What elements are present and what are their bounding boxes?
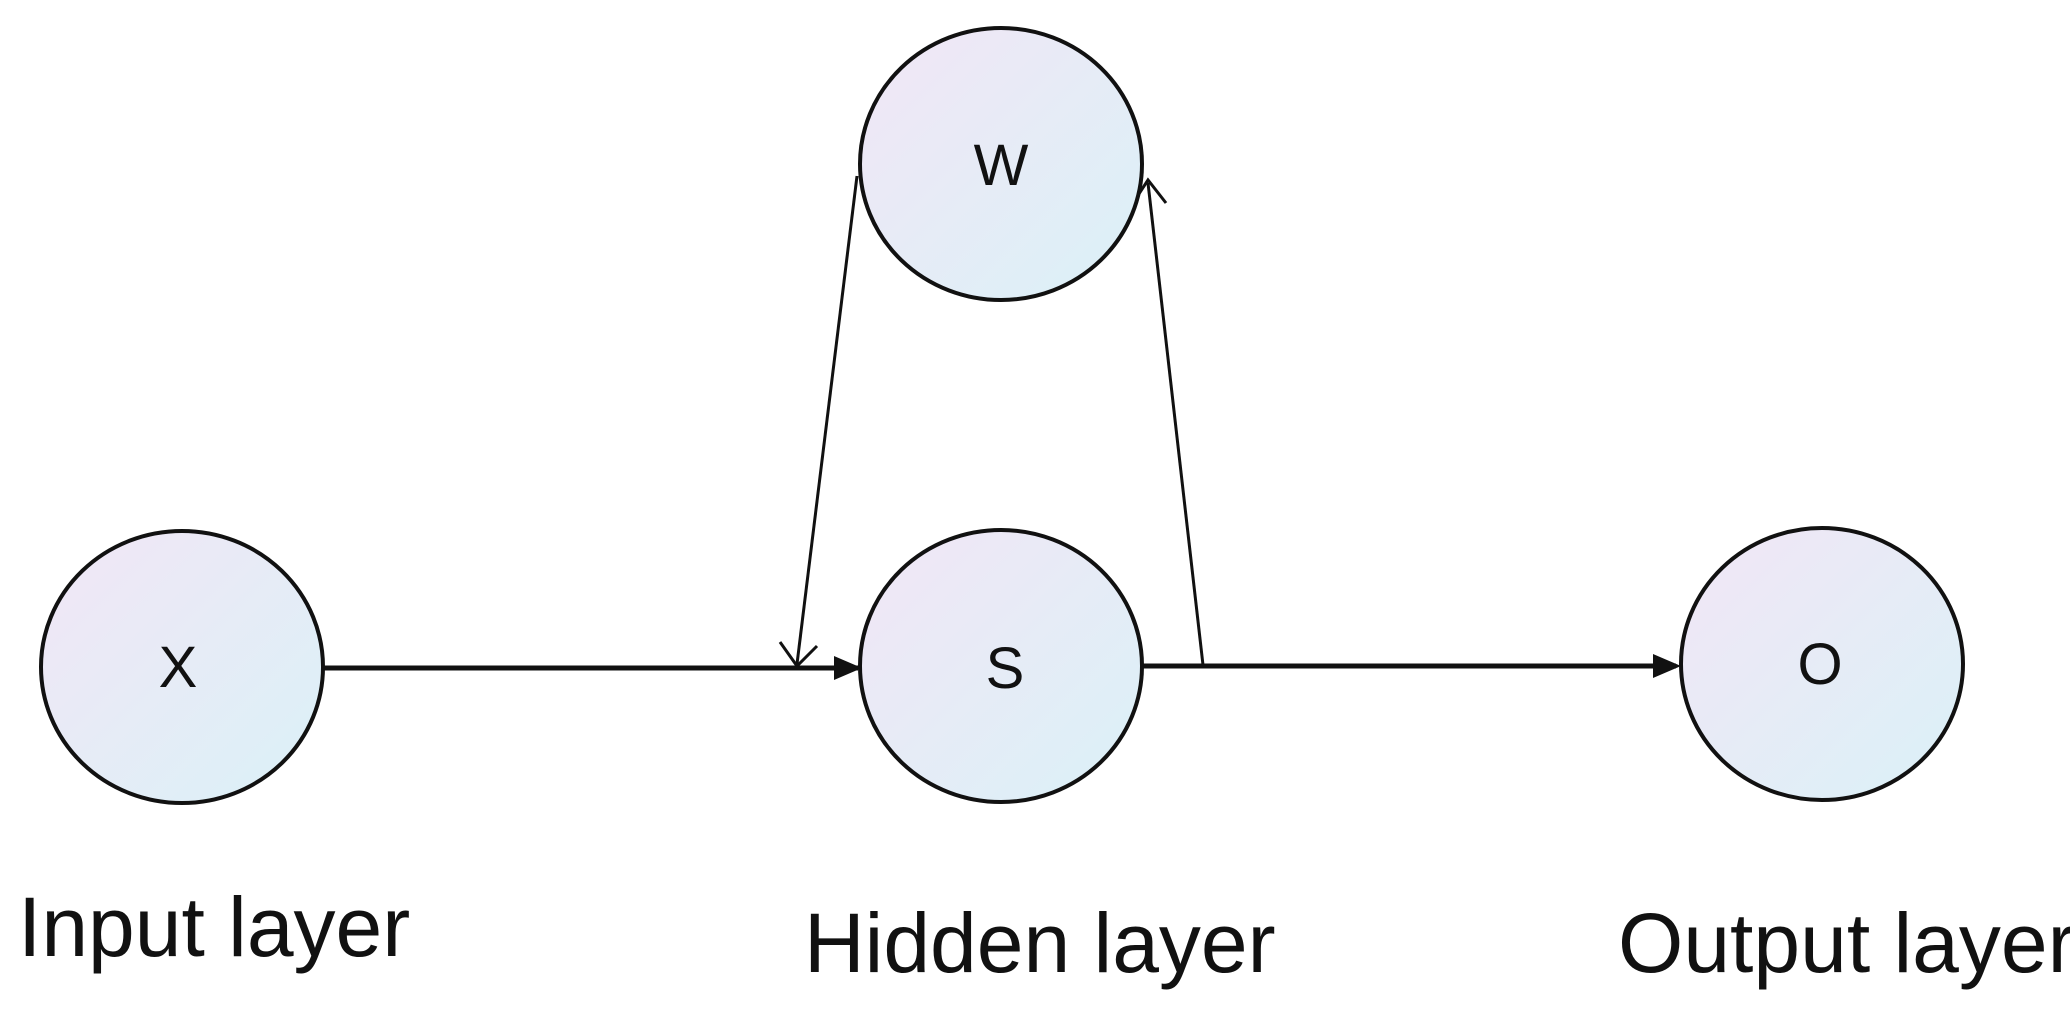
node-s-label: S: [986, 636, 1025, 701]
arrowhead-w-to-s: [778, 641, 819, 669]
hidden-layer-label: Hidden layer: [804, 896, 1276, 990]
node-s: S: [858, 528, 1144, 804]
node-o: O: [1679, 526, 1965, 802]
node-w-label: W: [974, 133, 1029, 198]
node-o-circle: [1679, 526, 1965, 802]
node-x-label: X: [159, 635, 198, 700]
node-s-circle: [858, 528, 1144, 804]
node-o-label: O: [1797, 632, 1842, 697]
output-layer-label: Output layer: [1618, 896, 2070, 990]
edge-w-to-s: [795, 175, 859, 665]
arrowhead-s-to-o: [1653, 654, 1681, 678]
arrowhead-x-to-s: [834, 656, 862, 680]
node-x-circle: [39, 529, 325, 805]
edge-s-to-w: [1146, 182, 1205, 666]
input-layer-label: Input layer: [18, 880, 410, 974]
node-w: W: [858, 26, 1144, 302]
node-x: X: [39, 529, 325, 805]
node-w-circle: [858, 26, 1144, 302]
